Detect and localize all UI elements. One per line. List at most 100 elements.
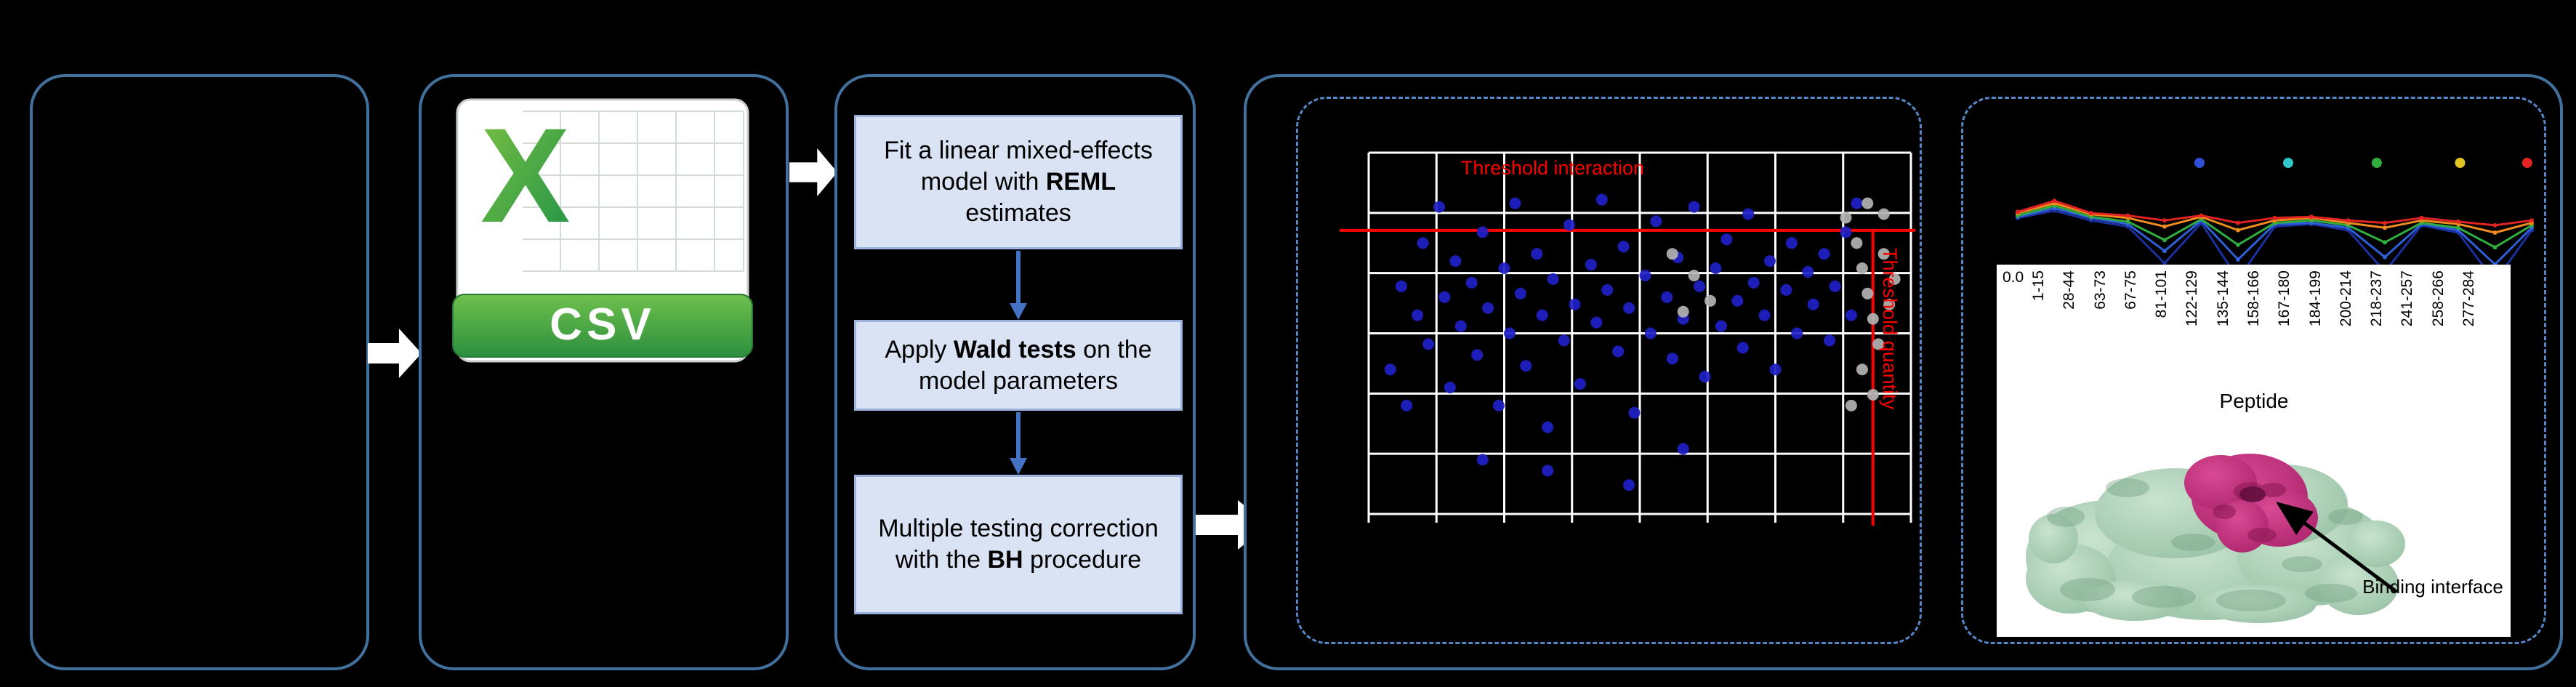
significant-peptides-point [1574,378,1586,390]
condition-legend-dot [2521,158,2532,168]
csv-banner-label: CSV [550,300,655,350]
significant-peptides-point [1807,298,1819,310]
excel-x-logo: X [480,101,570,251]
condition-legend-dot [2194,158,2205,168]
flow-arrow-right-icon [368,329,422,378]
threshold-scatter-plot [1340,151,1915,526]
significant-peptides-point [1747,276,1760,289]
significant-peptides-point [1498,262,1510,274]
filtered-peptides-point [1867,389,1879,401]
significant-peptides-point [1384,363,1396,376]
peptide-tick-label: 167-180 [2276,270,2293,327]
significant-peptides-point [1715,320,1727,332]
significant-peptides-point [1845,309,1857,321]
significant-peptides-point [1780,284,1792,296]
significant-peptides-point [1818,248,1830,260]
significant-peptides-point [1731,294,1744,307]
peptide-tick-label: 67-75 [2122,270,2139,310]
spreadsheet-grid [523,111,744,272]
significant-peptides-point [1650,215,1662,228]
significant-peptides-point [1710,262,1722,274]
significant-peptides-point [1617,241,1630,253]
significant-peptides-point [1444,382,1456,394]
significant-peptides-point [1536,309,1548,321]
significant-peptides-point [1585,259,1597,271]
filtered-peptides-point [1877,208,1890,220]
filtered-peptides-point [1888,273,1901,285]
significant-peptides-point [1720,233,1733,246]
filtered-peptides-point [1688,270,1700,281]
significant-peptides-point [1482,302,1494,314]
significant-peptides-point [1531,248,1543,260]
significant-peptides-point [1699,371,1711,383]
peptide-tick-label: 258-266 [2429,270,2447,327]
significant-peptides-point [1694,280,1706,292]
filtered-peptides-point [1840,212,1852,224]
down-arrow-icon [1010,412,1027,475]
significant-peptides-point [1742,208,1755,220]
significant-peptides-point [1476,226,1489,238]
peptide-tick-label: 28-44 [2061,270,2078,310]
panel-statistical-model: Fit a linear mixed-effects model with RE… [834,74,1196,670]
filtered-peptides-point [1861,197,1874,209]
significant-peptides-point [1401,399,1413,411]
step-multiple-testing-text: Multiple testing correction with the BH … [878,515,1159,574]
significant-peptides-point [1851,197,1863,209]
filtered-peptides-point [1845,399,1857,411]
result-scatter-box: Threshold interaction Threshold quantity [1296,97,1922,644]
threshold-interaction-label: Threshold interaction [1460,157,1645,179]
significant-peptides-point [1454,320,1467,332]
panel-input-data [30,74,369,670]
significant-peptides-point [1758,309,1771,321]
peptide-tick-label: 200-214 [2337,270,2354,327]
panel-csv-file: X CSV [419,74,789,670]
step-multiple-testing: Multiple testing correction with the BH … [854,475,1183,614]
significant-peptides-point [1395,280,1407,292]
significant-peptides-point [1628,406,1641,419]
condition-legend-dot [2371,158,2382,168]
significant-peptides-point [1639,270,1651,281]
csv-banner [452,294,753,358]
filtered-peptides-point [1883,298,1896,310]
filtered-peptides-point [1851,237,1863,249]
peptide-tick-label: 277-284 [2460,270,2477,327]
filtered-peptides-point [1856,363,1868,376]
csv-file-icon: X CSV [452,98,753,363]
significant-peptides-point [1595,193,1608,206]
significant-peptides-point [1623,302,1635,314]
condition-legend-dot [2283,158,2293,168]
significant-peptides-point [1476,454,1489,466]
significant-peptides-point [1661,291,1673,303]
significant-peptides-point [1569,298,1581,310]
condition-legend-dot [2455,158,2466,168]
significant-peptides-point [1422,338,1435,350]
significant-peptides-point [1644,327,1657,340]
filtered-peptides-point [1856,262,1868,274]
filtered-peptides-point [1666,248,1678,260]
peptide-tick-label: 1-15 [2030,270,2047,302]
binding-pocket-hole [2239,486,2266,502]
significant-peptides-point [1509,197,1521,209]
significant-peptides-point [1412,309,1424,321]
peptide-tick-label: 135-144 [2214,270,2231,327]
significant-peptides-point [1520,360,1532,372]
significant-peptides-point [1785,237,1798,249]
significant-peptides-point [1493,399,1505,411]
peptide-tick-label: 158-166 [2245,270,2262,327]
panel-results: Threshold interaction Threshold quantity… [1244,74,2563,670]
significant-peptides-point [1791,327,1803,340]
significant-peptides-point [1824,334,1836,347]
significant-peptides-point [1449,255,1462,268]
significant-peptides-point [1601,284,1614,296]
filtered-peptides-point [1677,305,1689,318]
significant-peptides-point [1802,266,1814,278]
filtered-peptides-point [1872,338,1885,350]
step-wald-tests: Apply Wald tests on the model parameters [854,320,1183,411]
significant-peptides-point [1563,219,1575,231]
step-wald-tests-text: Apply Wald tests on the model parameters [885,335,1152,395]
filtered-peptides-point [1867,313,1879,325]
significant-peptides-point [1471,349,1484,361]
down-arrow-icon [1010,251,1027,320]
